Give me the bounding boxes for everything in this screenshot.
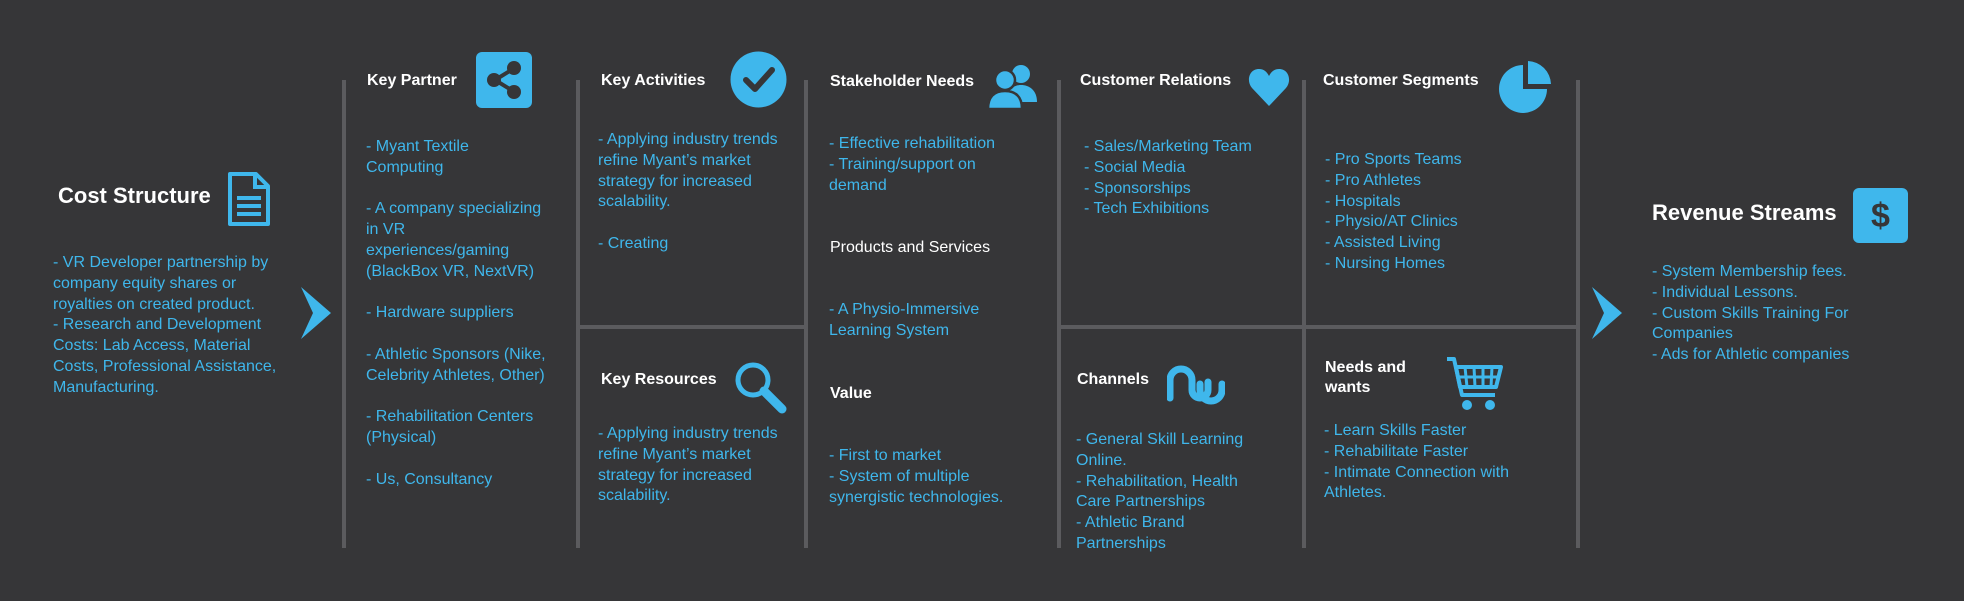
- list-item: - Applying industry trends refine Myant’…: [598, 425, 778, 505]
- list-item: - Applying industry trends refine Myant’…: [598, 131, 778, 211]
- stumbleupon-icon: [1167, 362, 1225, 406]
- cost-structure-list: - VR Developer partnership by company eq…: [53, 253, 293, 399]
- value-list: - First to market - System of multiple s…: [829, 446, 1054, 508]
- list-item: - Us, Consultancy: [366, 470, 493, 488]
- customer-relations-title: Customer Relations: [1080, 72, 1232, 89]
- list-item: - Nursing Homes: [1325, 254, 1446, 272]
- list-item: - System of multiple synergistic technol…: [829, 467, 1004, 506]
- channels-title: Channels: [1077, 371, 1150, 388]
- list-item: - Sponsorships: [1084, 179, 1191, 197]
- list-item: - Physio/AT Clinics: [1325, 213, 1458, 231]
- list-item: - System Membership fees.: [1652, 263, 1847, 280]
- share-icon: [476, 52, 532, 108]
- products-services-list: - A Physio-Immersive Learning System: [829, 300, 1054, 342]
- list-item: - VR Developer partnership by company eq…: [53, 254, 269, 313]
- list-item: - Ads for Athletic companies: [1652, 346, 1850, 364]
- list-item: - Assisted Living: [1325, 234, 1441, 252]
- divider-relations-segments: [1302, 80, 1306, 548]
- key-resources-title: Key Resources: [601, 371, 717, 388]
- key-partner-list: - Myant Textile Computing - A company sp…: [366, 137, 571, 491]
- customer-segments-list: - Pro Sports Teams - Pro Athletes - Hosp…: [1325, 150, 1565, 275]
- channels-list: - General Skill Learning Online. - Rehab…: [1076, 430, 1296, 555]
- list-item: - Social Media: [1084, 158, 1186, 176]
- people-icon: [987, 62, 1039, 110]
- stakeholder-needs-list: - Effective rehabilitation - Training/su…: [829, 134, 1054, 196]
- list-item: - Athletic Sponsors (Nike, Celebrity Ath…: [366, 345, 546, 384]
- list-item: - Sales/Marketing Team: [1084, 138, 1252, 155]
- list-item: - Individual Lessons.: [1652, 283, 1798, 301]
- list-item: - Hospitals: [1325, 192, 1401, 210]
- cart-icon: [1445, 355, 1503, 413]
- divider-needs-relations: [1057, 80, 1061, 548]
- list-item: - First to market: [829, 447, 942, 464]
- customer-segments-title: Customer Segments: [1323, 72, 1479, 89]
- svg-text:$: $: [1871, 197, 1890, 235]
- list-item: - Custom Skills Training For Companies: [1652, 304, 1849, 343]
- divider-partner-activities: [576, 80, 580, 548]
- list-item: - A Physio-Immersive Learning System: [829, 301, 980, 339]
- list-item: - General Skill Learning Online.: [1076, 431, 1244, 469]
- revenue-streams-title: Revenue Streams: [1652, 200, 1837, 225]
- customer-relations-list: - Sales/Marketing Team - Social Media - …: [1084, 137, 1294, 220]
- list-item: - Training/support on demand: [829, 155, 976, 194]
- list-item: - Rehabilitation, Health Care Partnershi…: [1076, 472, 1238, 511]
- divider-partner-left: [342, 80, 346, 548]
- key-resources-list: - Applying industry trends refine Myant’…: [598, 424, 803, 507]
- list-item: - Rehabilitation Centers (Physical): [366, 408, 534, 447]
- list-item: - Effective rehabilitation: [829, 135, 996, 152]
- key-activities-list: - Applying industry trends refine Myant’…: [598, 130, 803, 255]
- divider-segments-right: [1576, 80, 1580, 548]
- divider-activities-needs: [804, 80, 808, 548]
- list-item: - Tech Exhibitions: [1084, 200, 1210, 218]
- products-services-heading: Products and Services: [830, 239, 991, 256]
- chevron-right-icon: [1592, 287, 1622, 339]
- cost-structure-title: Cost Structure: [58, 183, 211, 208]
- pie-chart-icon: [1497, 59, 1553, 115]
- value-heading: Value: [830, 385, 872, 402]
- needs-wants-title: Needs and wants: [1325, 359, 1406, 396]
- dollar-icon: $: [1853, 188, 1908, 243]
- divider-activities-resources: [578, 325, 806, 329]
- list-item: - Hardware suppliers: [366, 304, 514, 322]
- heart-icon: [1248, 66, 1290, 108]
- list-item: - Pro Athletes: [1325, 171, 1422, 189]
- list-item: - Myant Textile Computing: [366, 138, 469, 176]
- list-item: - A company specializing in VR experienc…: [366, 200, 542, 280]
- chevron-right-icon: [301, 287, 331, 339]
- list-item: - Athletic Brand Partnerships: [1076, 514, 1185, 552]
- divider-relations-channels: [1059, 325, 1578, 329]
- stakeholder-needs-title: Stakeholder Needs: [830, 73, 975, 90]
- document-icon: [226, 171, 272, 227]
- list-item: - Research and Development Costs: Lab Ac…: [53, 316, 277, 396]
- key-partner-title: Key Partner: [367, 72, 457, 89]
- list-item: - Creating: [598, 234, 669, 252]
- list-item: - Pro Sports Teams: [1325, 151, 1462, 168]
- magnifier-icon: [733, 360, 787, 414]
- check-circle-icon: [730, 51, 787, 108]
- key-activities-title: Key Activities: [601, 72, 706, 89]
- list-item: - Rehabilitate Faster: [1324, 442, 1469, 460]
- list-item: - Learn Skills Faster: [1324, 422, 1467, 439]
- list-item: - Intimate Connection with Athletes.: [1324, 463, 1509, 502]
- revenue-streams-list: - System Membership fees. - Individual L…: [1652, 262, 1892, 366]
- needs-wants-list: - Learn Skills Faster - Rehabilitate Fas…: [1324, 421, 1564, 504]
